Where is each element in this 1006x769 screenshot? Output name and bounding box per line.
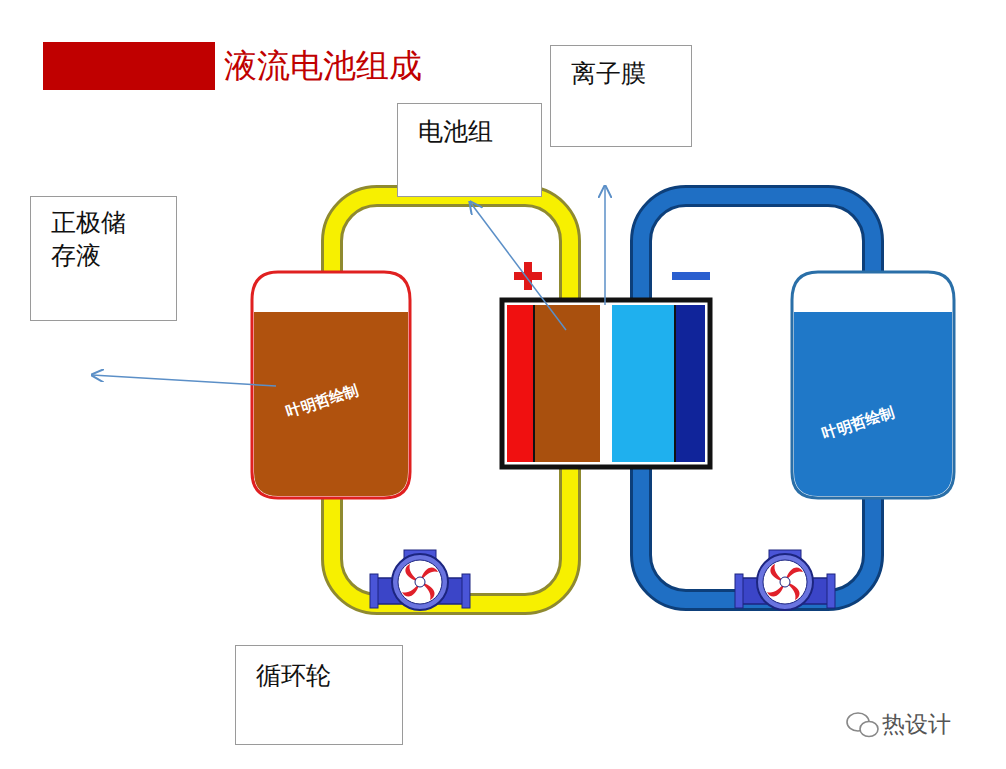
- callout-text: 正极储存液: [51, 207, 131, 272]
- callout-text: 电池组: [418, 116, 541, 149]
- callout-box: 电池组: [397, 103, 542, 197]
- callout-box: 离子膜: [550, 45, 692, 147]
- callout-text: 离子膜: [571, 58, 691, 91]
- logo-text: 热设计: [882, 709, 951, 740]
- diagram-title: 液流电池组成: [224, 44, 422, 89]
- callout-box: 正极储存液: [30, 196, 177, 321]
- callout-text: 循环轮: [256, 660, 402, 693]
- callout-box: 循环轮: [235, 645, 403, 745]
